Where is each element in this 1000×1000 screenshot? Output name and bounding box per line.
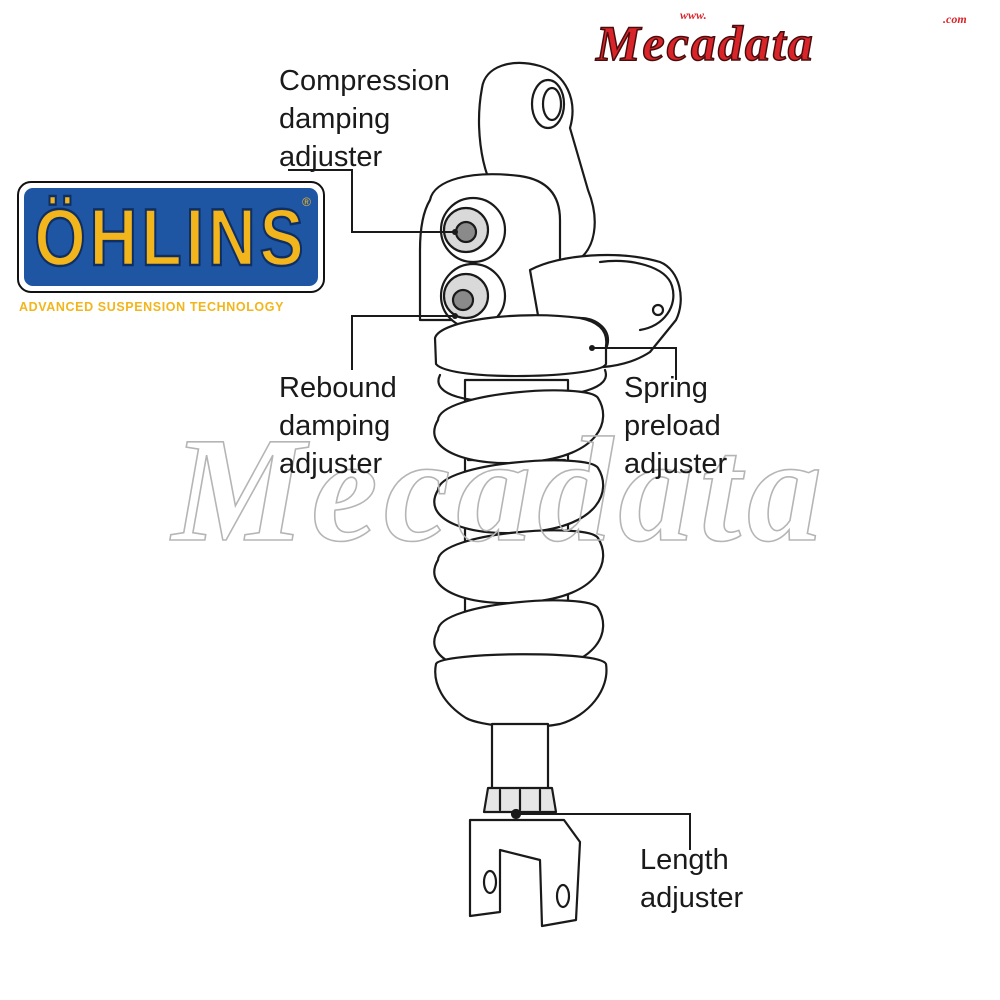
leader-length bbox=[520, 813, 691, 850]
label-line: Compression bbox=[279, 65, 450, 97]
ohlins-badge-inner: ÖHLINS bbox=[24, 188, 318, 286]
ohlins-tagline: ADVANCED SUSPENSION TECHNOLOGY bbox=[19, 300, 285, 314]
label-line: Rebound bbox=[279, 372, 397, 404]
mecadata-wordmark: Mecadata bbox=[595, 14, 815, 72]
spring-coil-1 bbox=[433, 389, 605, 465]
preload-housing-edge bbox=[598, 259, 675, 332]
label-compression-damping-adjuster: Compression damping adjuster bbox=[279, 62, 450, 176]
leader-dot-compression bbox=[452, 229, 458, 235]
label-line: Length bbox=[640, 844, 729, 876]
mecadata-com: .com bbox=[943, 12, 967, 26]
ohlins-logo: ÖHLINS ® ADVANCED SUSPENSION TECHNOLOGY bbox=[17, 181, 327, 317]
top-spring-collar bbox=[433, 314, 608, 378]
leader-rebound bbox=[351, 315, 455, 370]
length-adjuster-point bbox=[510, 808, 522, 820]
leader-dot-preload bbox=[589, 345, 595, 351]
leader-dot-rebound bbox=[452, 313, 458, 319]
preload-housing-screw bbox=[651, 303, 665, 317]
ohlins-badge: ÖHLINS ® bbox=[17, 181, 325, 293]
clevis-hole-right bbox=[555, 883, 571, 909]
label-length-adjuster: Length adjuster bbox=[640, 841, 743, 917]
leader-preload bbox=[592, 347, 677, 380]
ohlins-wordmark: ÖHLINS bbox=[33, 191, 308, 284]
top-eye-hole-inner bbox=[541, 86, 563, 122]
label-rebound-damping-adjuster: Rebound damping adjuster bbox=[279, 369, 397, 483]
label-line: Spring bbox=[624, 372, 708, 404]
rebound-knob-center bbox=[451, 288, 475, 312]
label-line: adjuster bbox=[640, 882, 744, 914]
label-line: damping bbox=[279, 410, 391, 442]
spring-coil-2 bbox=[433, 459, 605, 535]
bottom-clevis bbox=[468, 818, 582, 928]
registered-mark: ® bbox=[302, 195, 311, 209]
mecadata-logo: www. Mecadata .com bbox=[588, 8, 993, 72]
label-line: damping bbox=[279, 103, 391, 135]
label-line: adjuster bbox=[279, 448, 383, 480]
bottom-spring-seat bbox=[434, 653, 608, 728]
mecadata-www: www. bbox=[680, 8, 707, 22]
label-line: preload bbox=[624, 410, 721, 442]
label-line: adjuster bbox=[279, 141, 383, 173]
lower-shaft bbox=[490, 722, 550, 792]
leader-compression bbox=[288, 169, 455, 233]
spring-coil-3 bbox=[433, 529, 605, 605]
clevis-hole-left bbox=[482, 869, 498, 895]
compression-knob-center bbox=[454, 220, 478, 244]
label-line: adjuster bbox=[624, 448, 728, 480]
label-spring-preload-adjuster: Spring preload adjuster bbox=[624, 369, 727, 483]
